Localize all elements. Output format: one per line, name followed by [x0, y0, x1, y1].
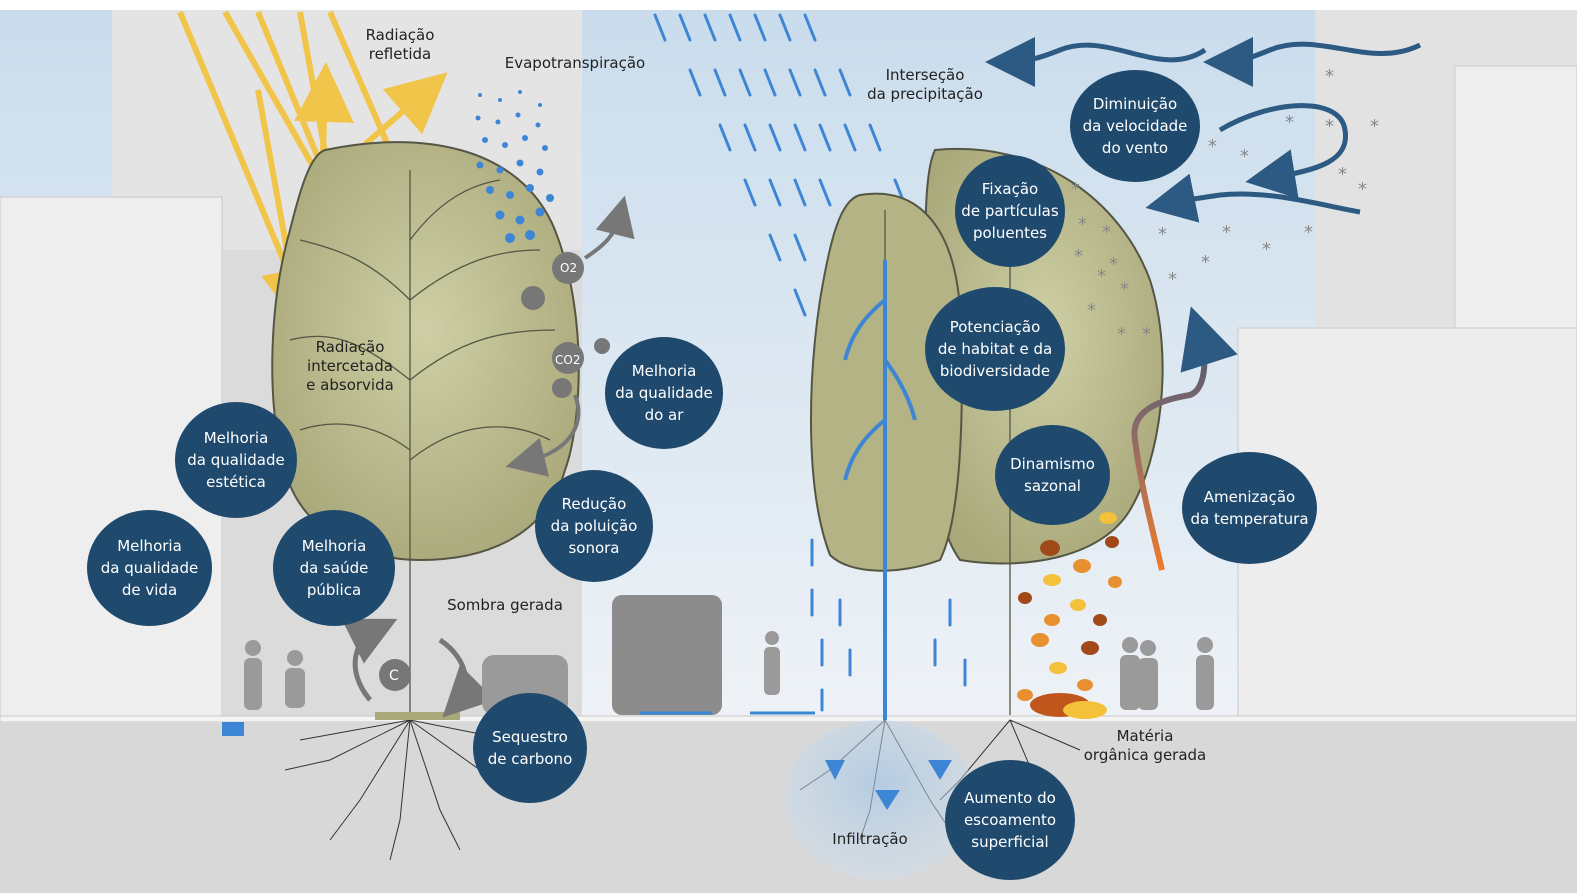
left-tree-planter: [375, 712, 460, 720]
label-infiltracao: Infiltração: [815, 830, 925, 849]
svg-text:*: *: [1120, 279, 1129, 300]
bubble-melhoria-ar: Melhoria da qualidade do ar: [605, 337, 723, 449]
svg-text:*: *: [1078, 214, 1087, 235]
label-evapotranspiracao: Evapotranspiração: [490, 54, 660, 73]
o2-text: O2: [560, 261, 577, 275]
label-materia-organica: Matéria orgânica gerada: [1080, 727, 1210, 765]
carbon-text: C: [389, 668, 399, 684]
drain-marker: [222, 722, 244, 736]
bubble-diminuicao-vento: Diminuição da velocidade do vento: [1070, 70, 1200, 182]
svg-text:*: *: [1240, 146, 1249, 167]
infiltration-zone: [785, 720, 975, 880]
svg-text:*: *: [1325, 116, 1334, 137]
svg-text:*: *: [1285, 112, 1294, 133]
bubble-sequestro-carbono: Sequestro de carbono: [473, 693, 587, 803]
bubble-aumento-escoamento: Aumento do escoamento superficial: [945, 760, 1075, 880]
building-right-top: [1455, 66, 1577, 336]
bubble-melhoria-saude: Melhoria da saúde pública: [273, 510, 395, 626]
svg-text:*: *: [1304, 222, 1313, 243]
bubble-melhoria-estetica: Melhoria da qualidade estética: [175, 402, 297, 518]
bubble-potenciacao-habitat: Potenciação de habitat e da biodiversida…: [925, 287, 1065, 411]
bubble-reducao-poluicao: Redução da poluição sonora: [535, 470, 653, 582]
bubble-fixacao-particulas: Fixação de partículas poluentes: [955, 155, 1065, 267]
svg-text:*: *: [1338, 164, 1347, 185]
svg-text:*: *: [1222, 222, 1231, 243]
co2-text: CO2: [555, 353, 580, 367]
bubble-melhoria-vida: Melhoria da qualidade de vida: [87, 510, 212, 626]
sidewalk: [0, 716, 1577, 722]
label-radiacao-refletida: Radiação refletida: [345, 26, 455, 64]
svg-text:*: *: [1262, 239, 1271, 260]
svg-text:*: *: [1109, 254, 1118, 275]
label-sombra-gerada: Sombra gerada: [440, 596, 570, 615]
svg-text:*: *: [1208, 136, 1217, 157]
top-margin: [0, 0, 1577, 10]
svg-text:*: *: [1358, 179, 1367, 200]
svg-text:*: *: [1097, 266, 1106, 287]
svg-text:*: *: [1117, 324, 1126, 345]
label-radiacao-intercetada: Radiação intercetada e absorvida: [295, 338, 405, 395]
svg-text:*: *: [1201, 252, 1210, 273]
bubble-amenizacao-temperatura: Amenização da temperatura: [1182, 452, 1317, 564]
svg-text:*: *: [1142, 324, 1151, 345]
svg-text:*: *: [1325, 66, 1334, 87]
label-intersecao-precipitacao: Interseção da precipitação: [850, 66, 1000, 104]
svg-text:*: *: [1158, 224, 1167, 245]
svg-text:*: *: [1071, 179, 1080, 200]
bubble-dinamismo-sazonal: Dinamismo sazonal: [995, 425, 1110, 525]
svg-text:*: *: [1087, 300, 1096, 321]
svg-text:*: *: [1102, 222, 1111, 243]
svg-text:*: *: [1168, 269, 1177, 290]
svg-text:*: *: [1370, 116, 1379, 137]
svg-text:*: *: [1074, 246, 1083, 267]
